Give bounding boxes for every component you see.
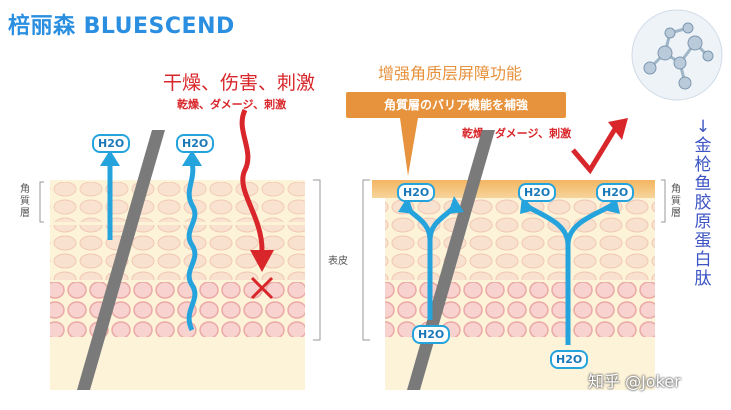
barrier-banner: 角質層のバリア機能を補強 [346,92,566,118]
page-title: 棓丽森 BLUESCEND [8,14,235,39]
x-mark-icon [250,276,274,300]
h2o-label: H2O [92,134,131,153]
h2o-label: H2O [397,183,436,202]
right-skin-panel [372,118,666,390]
molecule-image [630,8,725,103]
h2o-label: H2O [518,183,557,202]
h2o-label: H2O [596,183,635,202]
stratum-label-right: 角質層 [671,184,681,219]
right-heading: 增强角质层屏障功能 [378,64,523,83]
collagen-label: ↓金枪鱼胶原蛋白肽 [694,117,712,289]
stratum-label-left: 角質層 [20,184,30,219]
left-skin-panel [39,130,305,390]
h2o-label: H2O [176,134,215,153]
epidermis-label: 表皮 [328,256,348,267]
h2o-label: H2O [412,325,451,344]
water-arrow-icon [107,161,198,332]
h2o-label: H2O [550,350,589,369]
left-heading: 干燥、伤害、刺激 [163,72,316,94]
watermark: 知乎 @Joker [588,372,681,391]
left-subheading: 乾燥、ダメージ、刺激 [177,98,287,111]
red-damage-arrow-icon [239,108,265,251]
